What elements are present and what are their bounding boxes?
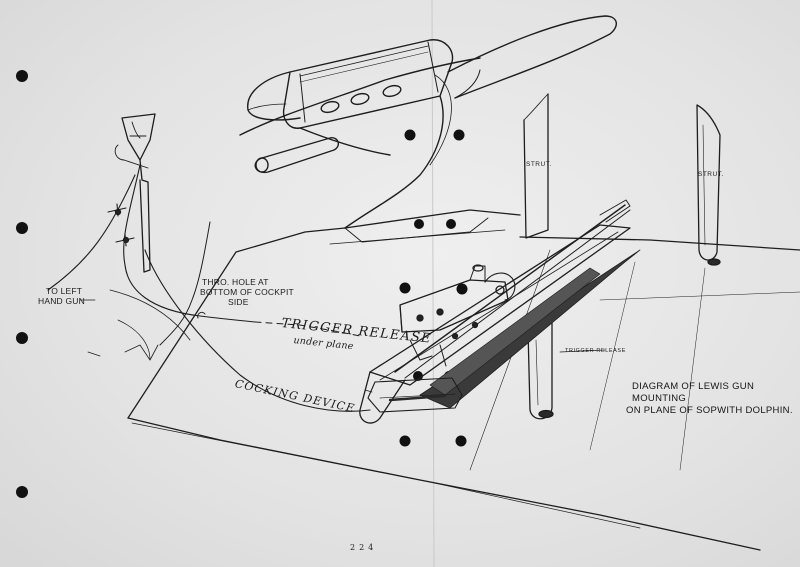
lewis-gun	[359, 199, 641, 424]
diagram-caption: DIAGRAM OF LEWIS GUN MOUNTING ON PLANE O…	[626, 381, 800, 417]
lower-wing	[127, 209, 800, 551]
hole-label-line-3: SIDE	[228, 297, 249, 307]
fuselage	[239, 15, 617, 229]
trigger-release-small-label: TRIGGER RELEASE	[565, 348, 626, 354]
page-number: 224	[350, 543, 378, 552]
caption-line-1: DIAGRAM OF LEWIS GUN MOUNTING	[632, 381, 755, 404]
trigger-hardware	[107, 113, 156, 273]
page-fold-line	[431, 0, 435, 567]
hole-label: THRO. HOLE AT BOTTOM OF COCKPIT SIDE	[200, 277, 294, 307]
left-hand-gun-label: TO LEFT HAND GUN	[38, 286, 85, 306]
binder-holes	[16, 70, 468, 498]
strut-label-right: STRUT.	[698, 171, 724, 178]
strut-label-left: STRUT.	[526, 161, 552, 168]
struts	[523, 93, 721, 420]
hole-label-line-1: THRO. HOLE AT	[202, 277, 269, 287]
left-hand-gun-line-2: HAND GUN	[38, 296, 85, 306]
control-cables	[47, 164, 371, 412]
leader-lines	[79, 299, 606, 357]
left-hand-gun-line-1: TO LEFT	[46, 286, 83, 296]
caption-line-2: ON PLANE OF SOPWITH DOLPHIN.	[626, 405, 793, 416]
hole-label-line-2: BOTTOM OF COCKPIT	[200, 287, 294, 297]
